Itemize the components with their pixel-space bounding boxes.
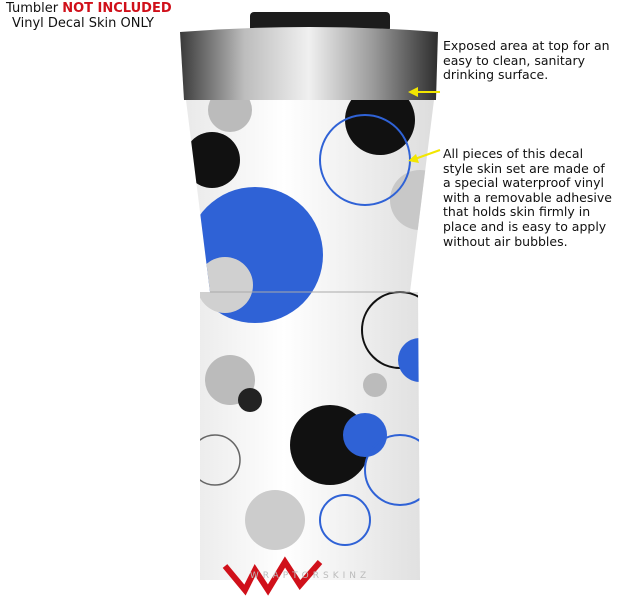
svg-text:WRAPTORSKINZ: WRAPTORSKINZ <box>250 571 370 581</box>
tumbler-lid <box>250 12 390 32</box>
arrow-icon <box>408 149 441 163</box>
decal-pattern <box>186 100 434 580</box>
skin-only-label: Vinyl Decal Skin ONLY <box>12 16 154 31</box>
callout-exposed-area: Exposed area at top for an easy to clean… <box>443 38 610 83</box>
steel-rim <box>180 27 438 100</box>
header-notice: Tumbler NOT INCLUDED Vinyl Decal Skin ON… <box>6 1 172 31</box>
not-included-label: NOT INCLUDED <box>62 1 172 16</box>
header-prefix: Tumbler <box>6 1 59 16</box>
brand-logo: WRAPTORSKINZ <box>222 556 370 596</box>
callout-vinyl-info: All pieces of this decal style skin set … <box>443 146 612 249</box>
arrow-icon <box>408 87 440 97</box>
